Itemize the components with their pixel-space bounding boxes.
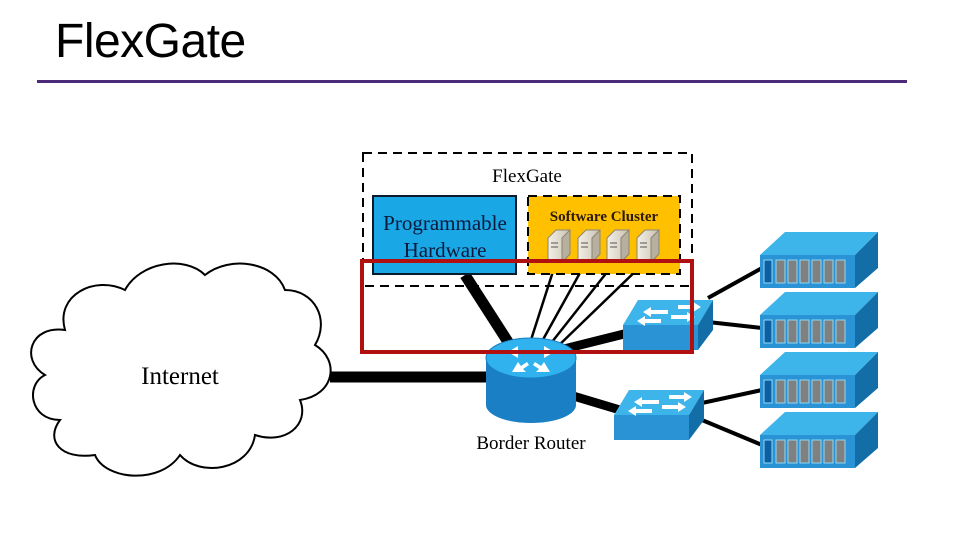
software-cluster-label: Software Cluster: [550, 209, 659, 225]
rack-server-icon: [760, 352, 878, 408]
slide-title: FlexGate: [55, 15, 246, 68]
link-cluster-router-1: [528, 261, 558, 344]
programmable-hardware-line2: Hardware: [404, 238, 487, 262]
rack-server-icon: [760, 292, 878, 348]
link-switch1-rack1: [707, 266, 763, 300]
link-switch1-rack2: [707, 320, 763, 330]
border-router-label: Border Router: [476, 433, 586, 454]
link-switch2-rack4: [701, 418, 763, 447]
link-cluster-router-4: [554, 261, 646, 350]
internet-cloud-icon: Internet: [30, 262, 332, 477]
rack-server-icon: [760, 412, 878, 468]
highlight-box: [360, 259, 694, 354]
border-router-icon: [485, 337, 577, 423]
title-divider: [37, 80, 907, 83]
link-router-switch-1: [558, 328, 630, 355]
switch-icon: [623, 300, 713, 350]
link-cluster-router-3: [547, 261, 616, 348]
switch-icon: [614, 390, 704, 440]
cluster-server-icon: [636, 228, 660, 264]
link-cluster-router-2: [538, 261, 588, 346]
cluster-server-icon: [577, 228, 601, 264]
programmable-hardware-line1: Programmable: [383, 211, 507, 235]
cluster-server-icon: [606, 228, 630, 264]
link-switch2-rack3: [701, 388, 763, 405]
internet-label: Internet: [141, 363, 219, 390]
rack-server-icon: [760, 232, 878, 288]
flexgate-box: FlexGate: [362, 152, 693, 287]
link-router-switch-2: [568, 390, 622, 415]
cluster-server-icon: [547, 228, 571, 264]
flexgate-box-label: FlexGate: [492, 166, 562, 187]
